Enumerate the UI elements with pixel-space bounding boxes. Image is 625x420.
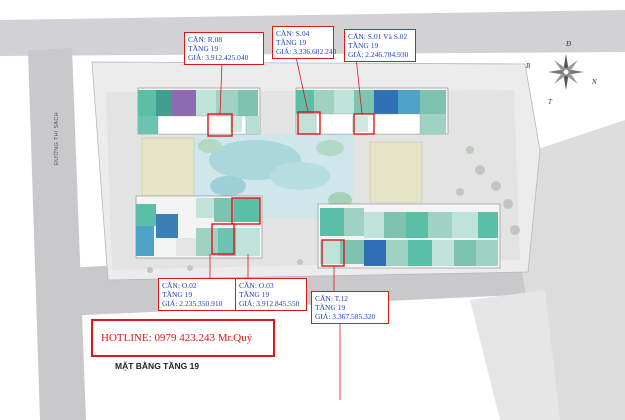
hotline-text: HOTLINE: 0979 423.243 Mr.Quý <box>101 332 253 344</box>
floor-plan-title: MẶT BẰNG TẦNG 19 <box>115 361 200 371</box>
pool-2 <box>270 162 330 190</box>
pool-3 <box>210 176 246 196</box>
compass-east: N <box>592 78 597 86</box>
hotline-box: HOTLINE: 0979 423.243 Mr.Quý <box>91 319 275 357</box>
compass-south: T <box>548 98 552 106</box>
compass-west: B <box>526 62 531 70</box>
street-label: ĐƯỜNG THI SÁCH <box>54 112 60 165</box>
topaz-hall <box>369 141 423 203</box>
garden-2 <box>198 139 222 153</box>
block-ruby <box>137 87 261 135</box>
block-coulpal <box>135 195 263 259</box>
right-lot <box>470 290 560 420</box>
left-road <box>28 48 86 420</box>
block-topaz <box>317 203 501 269</box>
block-s <box>295 87 449 135</box>
ruby-hall <box>141 137 195 205</box>
compass-rose <box>548 54 584 90</box>
compass-north: Đ <box>566 40 572 48</box>
connector-lines <box>209 56 363 400</box>
garden-1 <box>316 140 344 156</box>
